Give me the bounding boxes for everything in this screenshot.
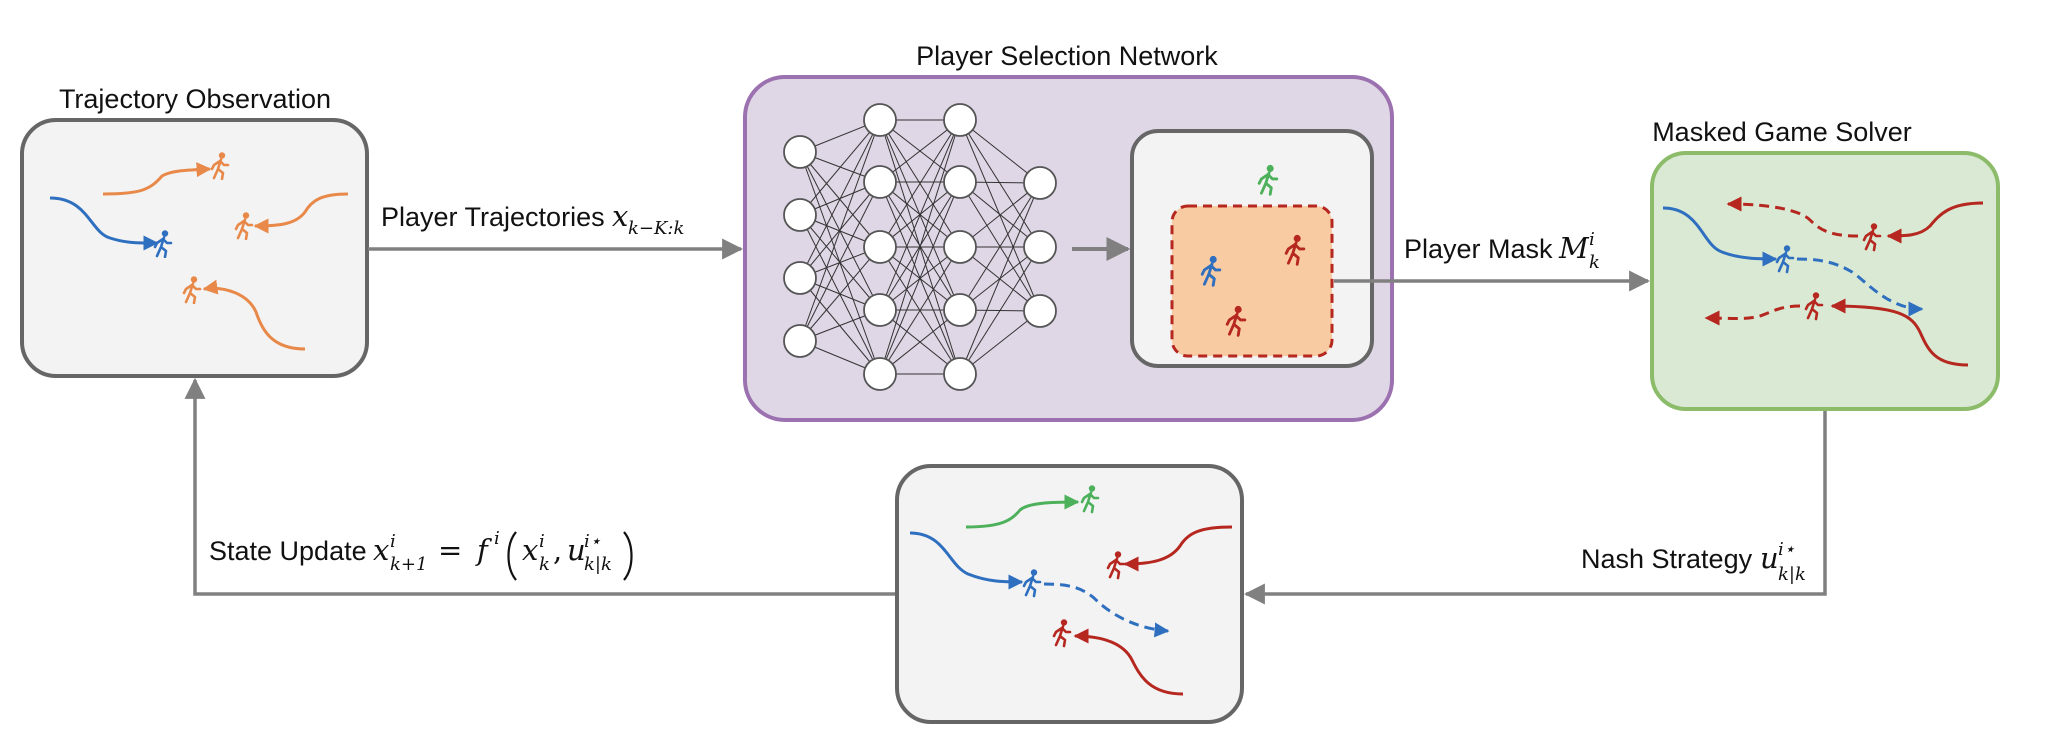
player-mask-label: Player Mask M i k (1404, 229, 1600, 273)
network-connection (879, 119, 961, 375)
network-connection (959, 119, 1041, 184)
orange-trajectory (253, 192, 349, 234)
orange-trajectory (102, 162, 212, 196)
svg-text:State Update: State Update (209, 536, 367, 566)
svg-text:M: M (1558, 231, 1590, 265)
network-node (863, 230, 897, 264)
network-connection (959, 246, 1041, 375)
svg-text:k: k (1589, 252, 1600, 273)
svg-text:i: i (1589, 229, 1595, 250)
svg-text:Player Trajectories: Player Trajectories (381, 202, 605, 232)
network-node (943, 230, 977, 264)
player-selection-network-box (743, 75, 1394, 422)
network-node (783, 324, 817, 358)
network-node (1023, 230, 1057, 264)
network-node (1023, 166, 1057, 200)
svg-text:k|k: k|k (1778, 564, 1806, 585)
network-node (943, 103, 977, 137)
network-connection (879, 181, 961, 375)
svg-text:i⋆: i⋆ (1778, 539, 1795, 560)
red-trajectory (1073, 628, 1184, 696)
state-update-label: State Update x i k+1 = f i x i k , u i⋆ … (209, 528, 633, 581)
network-node (943, 293, 977, 327)
trajectory-observation-box (20, 118, 369, 378)
player-trajectories-label: Player Trajectories x k−K:k (381, 199, 684, 239)
svg-text:f: f (475, 533, 493, 567)
network-node (783, 198, 817, 232)
selected-players-mask (1170, 204, 1334, 358)
svg-text:x: x (612, 199, 628, 233)
masked-game-solver-title: Masked Game Solver (1652, 117, 1912, 147)
svg-text:i: i (539, 531, 545, 552)
svg-text:i⋆: i⋆ (584, 531, 601, 552)
svg-text:u: u (1760, 541, 1779, 575)
red-predicted-trajectory (1726, 196, 1859, 238)
svg-text:x: x (522, 533, 538, 567)
network-node (943, 165, 977, 199)
svg-text:k: k (539, 554, 550, 575)
blue-trajectory (909, 531, 1024, 590)
svg-text:k+1: k+1 (390, 554, 427, 575)
network-node (943, 357, 977, 391)
player-selection-network-title: Player Selection Network (916, 41, 1218, 71)
network-node (863, 165, 897, 199)
network-connection (879, 246, 961, 375)
network-node (783, 261, 817, 295)
network-connection (879, 119, 961, 311)
selection-output-box (1130, 129, 1374, 368)
svg-text:x: x (373, 533, 389, 567)
svg-text:k|k: k|k (584, 554, 612, 575)
network-node (863, 293, 897, 327)
svg-text:i: i (494, 528, 500, 549)
red-trajectory (1123, 525, 1233, 572)
blue-predicted-trajectory (1043, 582, 1170, 638)
network-connection (799, 246, 881, 342)
network-node (863, 357, 897, 391)
state-update-arrow (184, 377, 895, 596)
red-trajectory (1886, 201, 1984, 244)
trajectory-observation-title: Trajectory Observation (59, 84, 331, 114)
nash-strategy-arrow (1243, 411, 1827, 605)
blue-trajectory (49, 196, 159, 251)
svg-text:Nash Strategy: Nash Strategy (1581, 544, 1753, 574)
network-node (863, 103, 897, 137)
orange-trajectory (202, 279, 306, 351)
red-trajectory (1830, 298, 1969, 367)
network-connection (959, 310, 1041, 375)
network-connection (959, 182, 1041, 311)
neural-network-nodes (783, 103, 1057, 391)
nash-strategy-label: Nash Strategy u i⋆ k|k (1581, 539, 1806, 585)
network-node (1023, 294, 1057, 328)
state-update-box (895, 464, 1244, 724)
svg-text:u: u (567, 533, 586, 567)
network-connection (799, 119, 881, 216)
network-connection (959, 182, 1041, 375)
network-connection (959, 119, 1041, 248)
red-predicted-trajectory (1704, 304, 1801, 326)
network-connection (799, 119, 881, 342)
green-trajectory (965, 494, 1080, 529)
svg-text:,: , (553, 533, 562, 567)
masked-game-solver-box (1650, 151, 2000, 411)
svg-text:k−K:k: k−K:k (628, 218, 684, 239)
network-connection (799, 181, 881, 342)
svg-text:Player Mask: Player Mask (1404, 234, 1553, 264)
svg-text:i: i (390, 531, 396, 552)
network-connection (879, 309, 961, 375)
network-connection (799, 119, 881, 279)
network-node (783, 135, 817, 169)
network-connection (879, 119, 961, 248)
blue-predicted-trajectory (1796, 257, 1924, 317)
blue-trajectory (1662, 206, 1778, 267)
svg-text:=: = (438, 533, 462, 567)
network-connection (959, 182, 1041, 248)
